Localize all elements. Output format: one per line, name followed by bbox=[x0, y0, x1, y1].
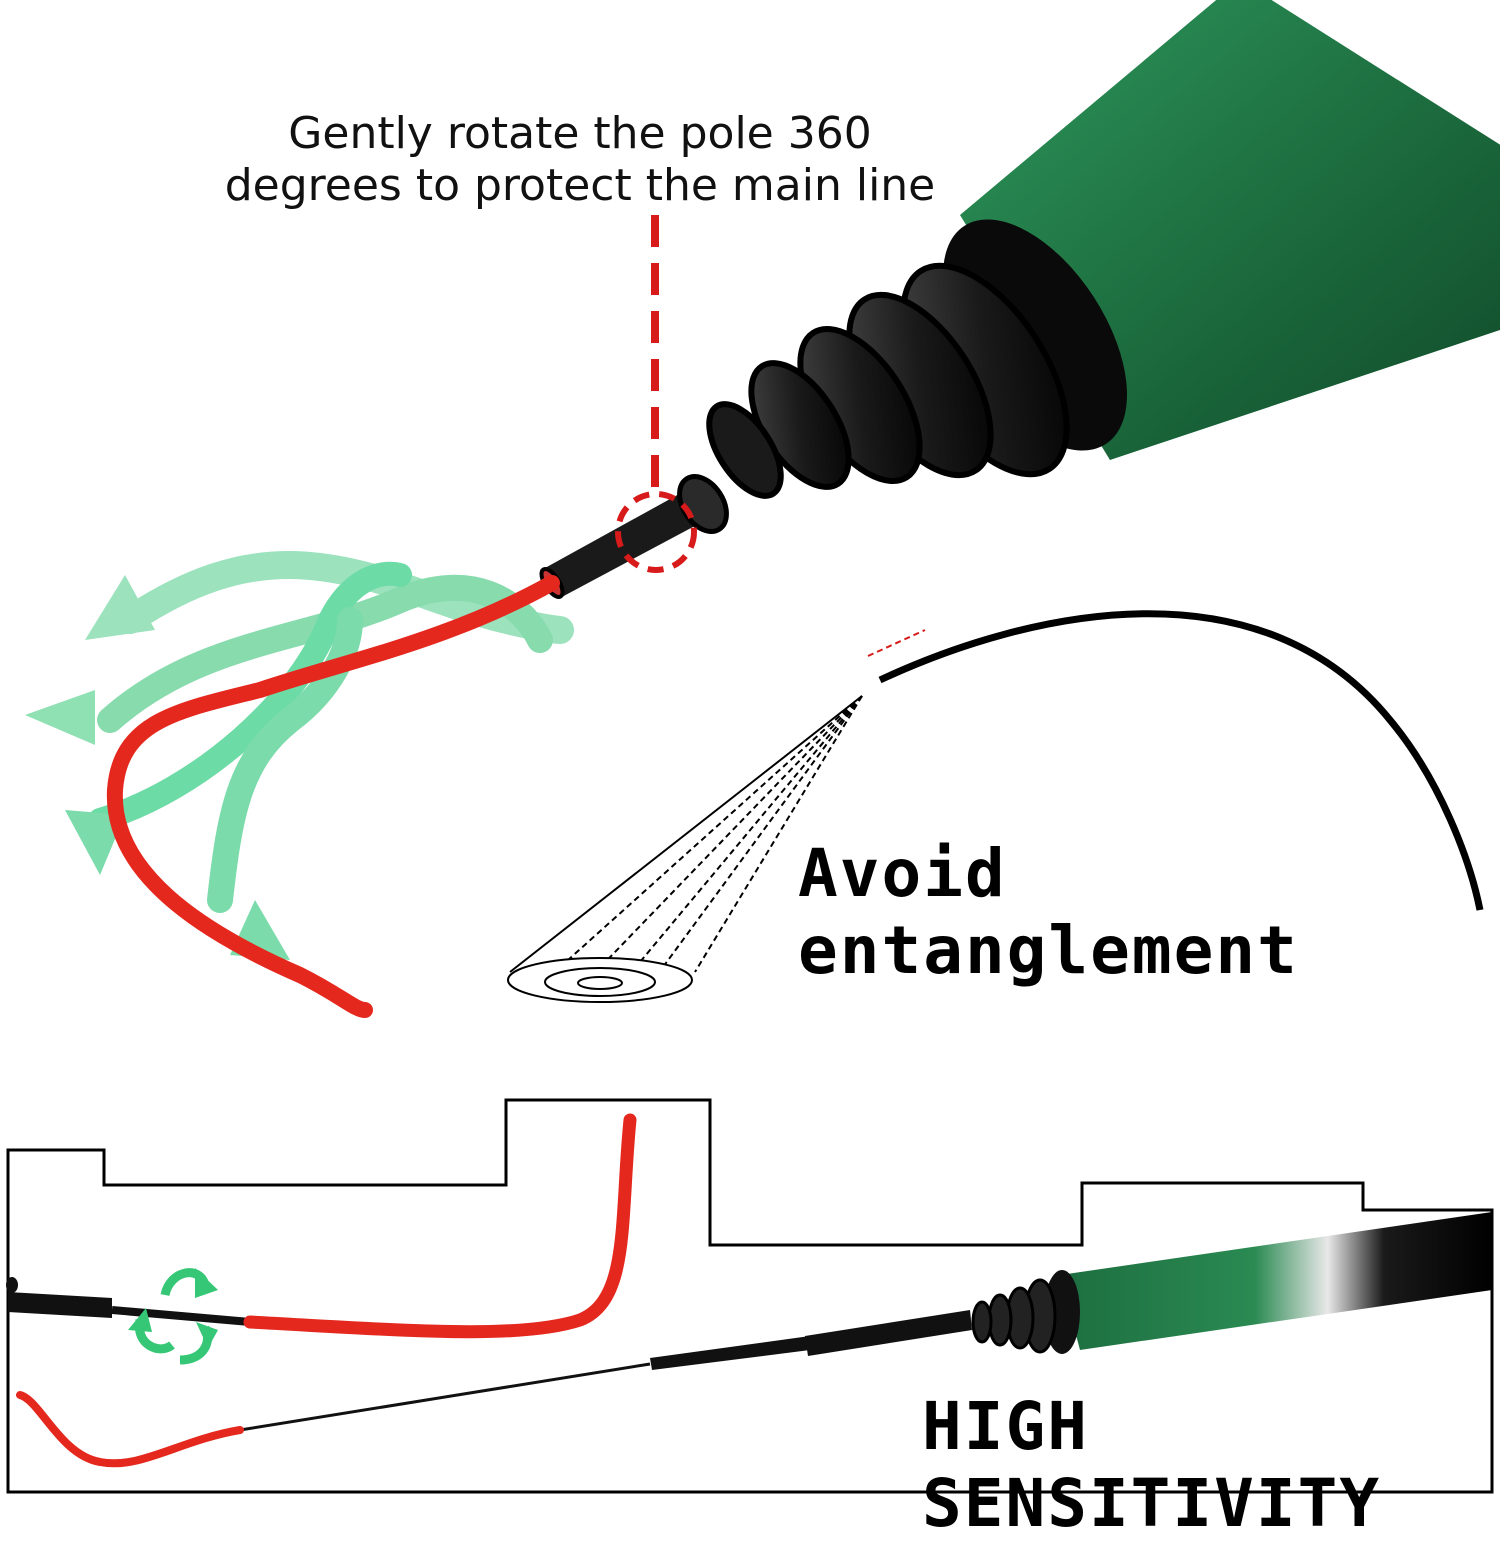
rotate-arrows-icon bbox=[25, 551, 574, 960]
braided-line-bottom-lower bbox=[16, 1391, 244, 1468]
product-illustration bbox=[6, 0, 1500, 1494]
telescopic-pole-left bbox=[6, 1277, 251, 1326]
avoid-entanglement-label: Avoid entanglement bbox=[798, 835, 1299, 989]
telescopic-pole-top bbox=[539, 0, 1500, 599]
braided-line-bottom-upper bbox=[243, 1113, 637, 1339]
rotate-caption: Gently rotate the pole 360 degrees to pr… bbox=[180, 108, 980, 212]
high-sensitivity-label: HIGH SENSITIVITY bbox=[922, 1388, 1382, 1542]
telescopic-pole-bottom bbox=[239, 1212, 1492, 1432]
caption-line-2: degrees to protect the main line bbox=[224, 160, 936, 211]
rotate-arrows-small-icon bbox=[128, 1268, 218, 1365]
braided-line-top bbox=[106, 575, 560, 1018]
outline-frame bbox=[6, 1098, 1494, 1494]
caption-line-1: Gently rotate the pole 360 bbox=[288, 108, 872, 159]
curve-line bbox=[878, 610, 1484, 911]
highlight-circle bbox=[615, 491, 697, 573]
concentric-rings-icon bbox=[507, 695, 863, 1003]
